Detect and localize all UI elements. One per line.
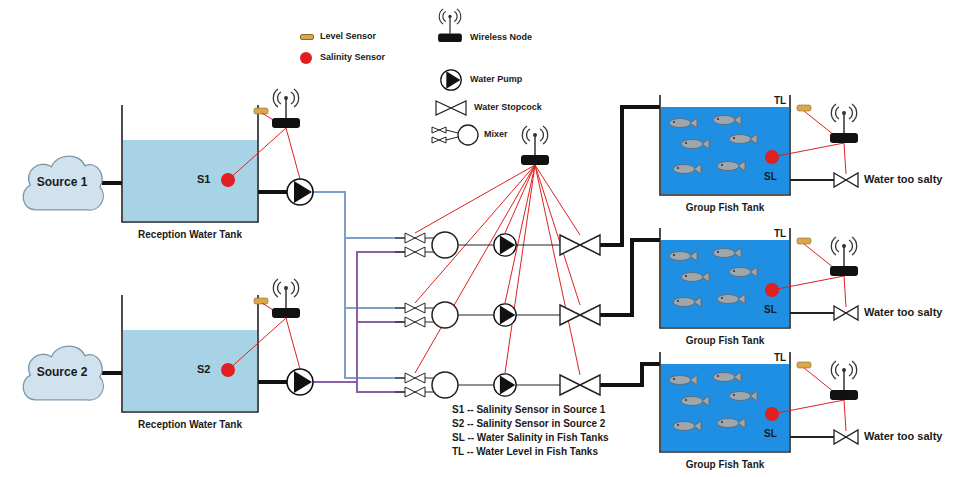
- water-pipe: [258, 107, 660, 245]
- fish-tank: Group Fish Tank: [660, 228, 790, 346]
- water-source-cloud: Source 1: [18, 150, 106, 216]
- legend-icons: [436, 101, 466, 115]
- legend-icons: [438, 9, 462, 42]
- reception-tank: Reception Water Tank: [122, 105, 258, 240]
- pipe-segment: [258, 190, 287, 194]
- legend-swatch: [300, 52, 312, 64]
- key-line: SL -- Water Salinity in Fish Tanks: [452, 432, 609, 444]
- source-name: Source 2: [37, 366, 88, 380]
- reception-tank-drawing: [122, 279, 313, 412]
- cloud-shape: [23, 346, 103, 400]
- sensor-tag: TL: [774, 352, 786, 364]
- fish-tank-drawing: [660, 228, 858, 328]
- control-links: [415, 165, 580, 375]
- sensor-tag: TL: [774, 95, 786, 107]
- wireless-node-symbol: [521, 126, 549, 165]
- water-pipe: [102, 373, 122, 374]
- sensor-tag: S2: [197, 363, 210, 376]
- fish-tank: Group Fish Tank: [660, 95, 790, 213]
- pipe-segment: [313, 192, 405, 378]
- water-pipe: [258, 192, 660, 315]
- pipe-segment: [313, 322, 405, 382]
- mixer-pump-valve: [395, 372, 600, 398]
- pipe-segment: [600, 364, 660, 385]
- pipe-segment: [258, 380, 287, 384]
- pipe-segment: [600, 364, 660, 385]
- legend-icons: [441, 70, 461, 90]
- pipe-segment: [258, 190, 287, 194]
- mixer-pump-valve: [395, 302, 600, 328]
- pipe-segment: [258, 190, 287, 194]
- fish-tank-drawing: [660, 95, 858, 195]
- pipe-segment: [258, 380, 287, 384]
- tank-name: Group Fish Tank: [660, 335, 790, 347]
- legend-text: Mixer: [484, 129, 508, 139]
- sensor-tag: SL: [764, 304, 777, 316]
- legend-text: Water Stopcock: [474, 102, 542, 112]
- pipe-segment: [102, 371, 122, 375]
- fish-tank: Group Fish Tank: [660, 352, 790, 470]
- cloud-shape: [23, 156, 103, 210]
- tank-name: Reception Water Tank: [122, 229, 258, 241]
- tank-name: Reception Water Tank: [122, 419, 258, 431]
- legend-icons: [446, 130, 458, 140]
- sensor-tag: TL: [774, 228, 786, 240]
- water-pipe: [258, 240, 660, 382]
- water-pipe: [258, 364, 660, 392]
- sensor-tag: SL: [764, 171, 777, 183]
- pipe-segment: [313, 382, 405, 392]
- reception-tank-drawing: [122, 89, 313, 222]
- water-pipe: [258, 192, 660, 385]
- pipe-segment: [102, 181, 122, 185]
- pipe-segment: [600, 107, 660, 245]
- water-pipe: [258, 107, 660, 382]
- tank-name: Group Fish Tank: [660, 202, 790, 214]
- reception-tank: Reception Water Tank: [122, 295, 258, 430]
- control-links: [415, 165, 580, 375]
- legend-swatch: [300, 34, 314, 40]
- key-line: S2 -- Salinity Sensor in Source 2: [452, 418, 605, 430]
- water-pipe: [102, 183, 122, 184]
- fish-tank-drawing: [660, 352, 858, 452]
- outlet-note: Water too salty: [864, 173, 942, 186]
- legend-text: Salinity Sensor: [320, 52, 385, 62]
- pipe-segment: [600, 240, 660, 315]
- sensor-tag: S1: [197, 173, 210, 186]
- pipe-segment: [600, 107, 660, 245]
- outlet-note: Water too salty: [864, 430, 942, 443]
- tank-name: Group Fish Tank: [660, 459, 790, 471]
- legend-text: Wireless Node: [470, 32, 532, 42]
- legend-text: Water Pump: [470, 74, 522, 84]
- sensor-tag: SL: [764, 428, 777, 440]
- water-source-cloud: Source 2: [18, 340, 106, 406]
- legend-text: Level Sensor: [320, 31, 376, 41]
- outlet-note: Water too salty: [864, 306, 942, 319]
- legend-icons: [432, 127, 446, 143]
- key-line: TL -- Water Level in Fish Tanks: [452, 446, 598, 458]
- pipe-segment: [313, 192, 405, 308]
- pipe-segment: [313, 252, 405, 382]
- pipe-segment: [258, 380, 287, 384]
- pipe-segment: [600, 240, 660, 315]
- mixer-pump-valve: [395, 232, 600, 258]
- legend-icons: [458, 125, 478, 145]
- key-line: S1 -- Salinity Sensor in Source 1: [452, 404, 605, 416]
- source-name: Source 1: [37, 176, 88, 190]
- pipe-segment: [313, 192, 405, 238]
